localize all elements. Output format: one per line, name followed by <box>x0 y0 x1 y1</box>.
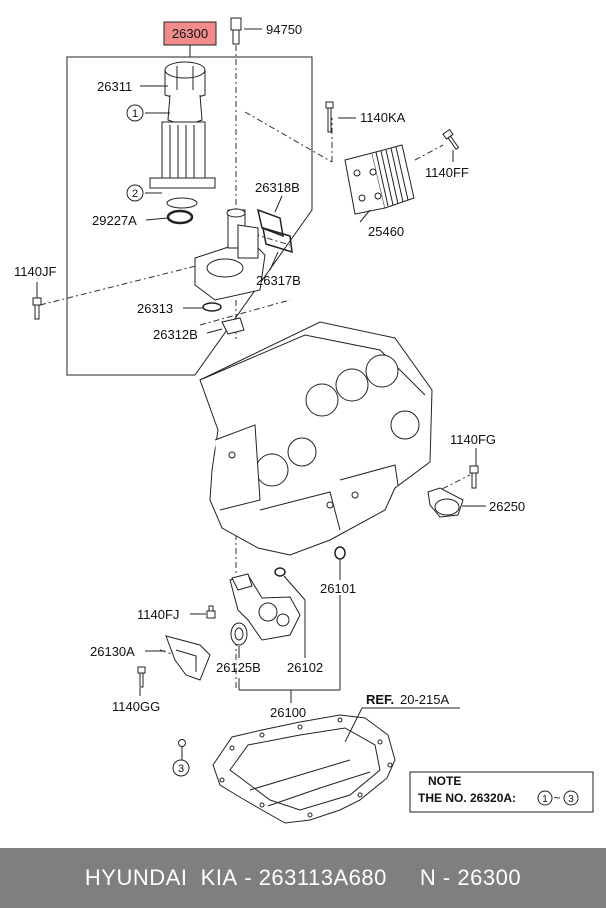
drain-plug <box>178 739 186 747</box>
filter-housing <box>194 208 266 301</box>
oil-seal-26250 <box>427 487 464 518</box>
callout-26312B: 26312B <box>153 327 198 342</box>
note-tilde: ~ <box>553 791 560 805</box>
bolt-1140FG <box>469 465 479 489</box>
washer-26313 <box>202 302 222 312</box>
marker-1-text: 1 <box>132 108 138 120</box>
gaskets-26318B <box>256 208 293 254</box>
footer-sep-2: - <box>436 865 458 890</box>
cover-26130A <box>165 635 211 681</box>
ref-value: 20-215A <box>400 692 449 707</box>
footer-gap <box>387 865 420 891</box>
parts-diagram: 26300 94750 26311 1140KA 1140FF 26318B 2… <box>14 17 594 824</box>
footer-part-number: 263113A680 <box>258 865 387 890</box>
footer-n-prefix: N <box>419 865 437 890</box>
bolt-1140JF <box>32 297 42 320</box>
marker-2-text: 2 <box>132 188 138 200</box>
note-box: NOTE THE NO. 26320A: 1 ~ 3 <box>409 771 594 813</box>
callout-1140FF: 1140FF <box>425 165 469 180</box>
bolt-1140FF <box>442 128 460 151</box>
callout-26250: 26250 <box>489 499 525 514</box>
bracket-26312B <box>221 317 245 335</box>
footer-n-value: 26300 <box>457 865 522 890</box>
callout-26130A: 26130A <box>90 644 135 659</box>
footer-bar: HYUNDAI KIA - 263113A680 N - 26300 <box>0 848 606 908</box>
oil-pan <box>212 714 396 824</box>
callout-26300: 26300 <box>172 26 208 41</box>
callout-26102: 26102 <box>287 660 323 675</box>
callout-26313: 26313 <box>137 301 173 316</box>
callout-26317B: 26317B <box>256 273 301 288</box>
callout-26311: 26311 <box>97 79 132 94</box>
callout-1140GG: 1140GG <box>112 699 160 714</box>
o-ring-29227A <box>166 209 194 225</box>
marker-1: 1 <box>126 104 144 122</box>
note-title: NOTE <box>428 774 461 788</box>
callout-26101: 26101 <box>320 581 356 596</box>
callout-94750: 94750 <box>266 22 302 37</box>
callout-26125B: 26125B <box>216 660 261 675</box>
assembly-frame <box>66 56 313 376</box>
bolt-1140KA <box>325 101 334 133</box>
callout-25460: 25460 <box>368 224 404 239</box>
marker-2: 2 <box>126 184 144 202</box>
o-ring-26101 <box>334 546 346 560</box>
bolt-1140GG <box>137 666 146 688</box>
marker-3: 3 <box>172 759 190 777</box>
bolt-1140FJ <box>206 605 216 619</box>
callout-29227A: 29227A <box>92 213 137 228</box>
filter-element <box>149 121 216 209</box>
footer-brand: HYUNDAI KIA <box>84 865 238 890</box>
callout-1140FG: 1140FG <box>450 432 496 447</box>
sprocket-26125B <box>230 622 248 646</box>
note-prefix: THE NO. 26320A: <box>418 791 516 805</box>
engine-block <box>199 321 433 556</box>
callout-26318B: 26318B <box>255 180 300 195</box>
oil-filter-cap-26311 <box>164 61 206 124</box>
callout-1140FJ: 1140FJ <box>137 607 179 622</box>
oil-pump-26100 <box>229 573 301 641</box>
footer-sep-1: - <box>237 865 259 890</box>
o-ring-26102 <box>274 567 286 577</box>
oil-cooler-25460 <box>344 144 415 215</box>
note-from: 1 <box>542 794 548 805</box>
callout-26100: 26100 <box>270 705 306 720</box>
callout-1140KA: 1140KA <box>360 110 406 125</box>
callout-1140JF: 1140JF <box>14 264 56 279</box>
sensor-94750 <box>230 17 242 45</box>
ref-label: REF. <box>366 692 394 707</box>
note-to: 3 <box>568 794 574 805</box>
marker-3-text: 3 <box>178 763 184 775</box>
